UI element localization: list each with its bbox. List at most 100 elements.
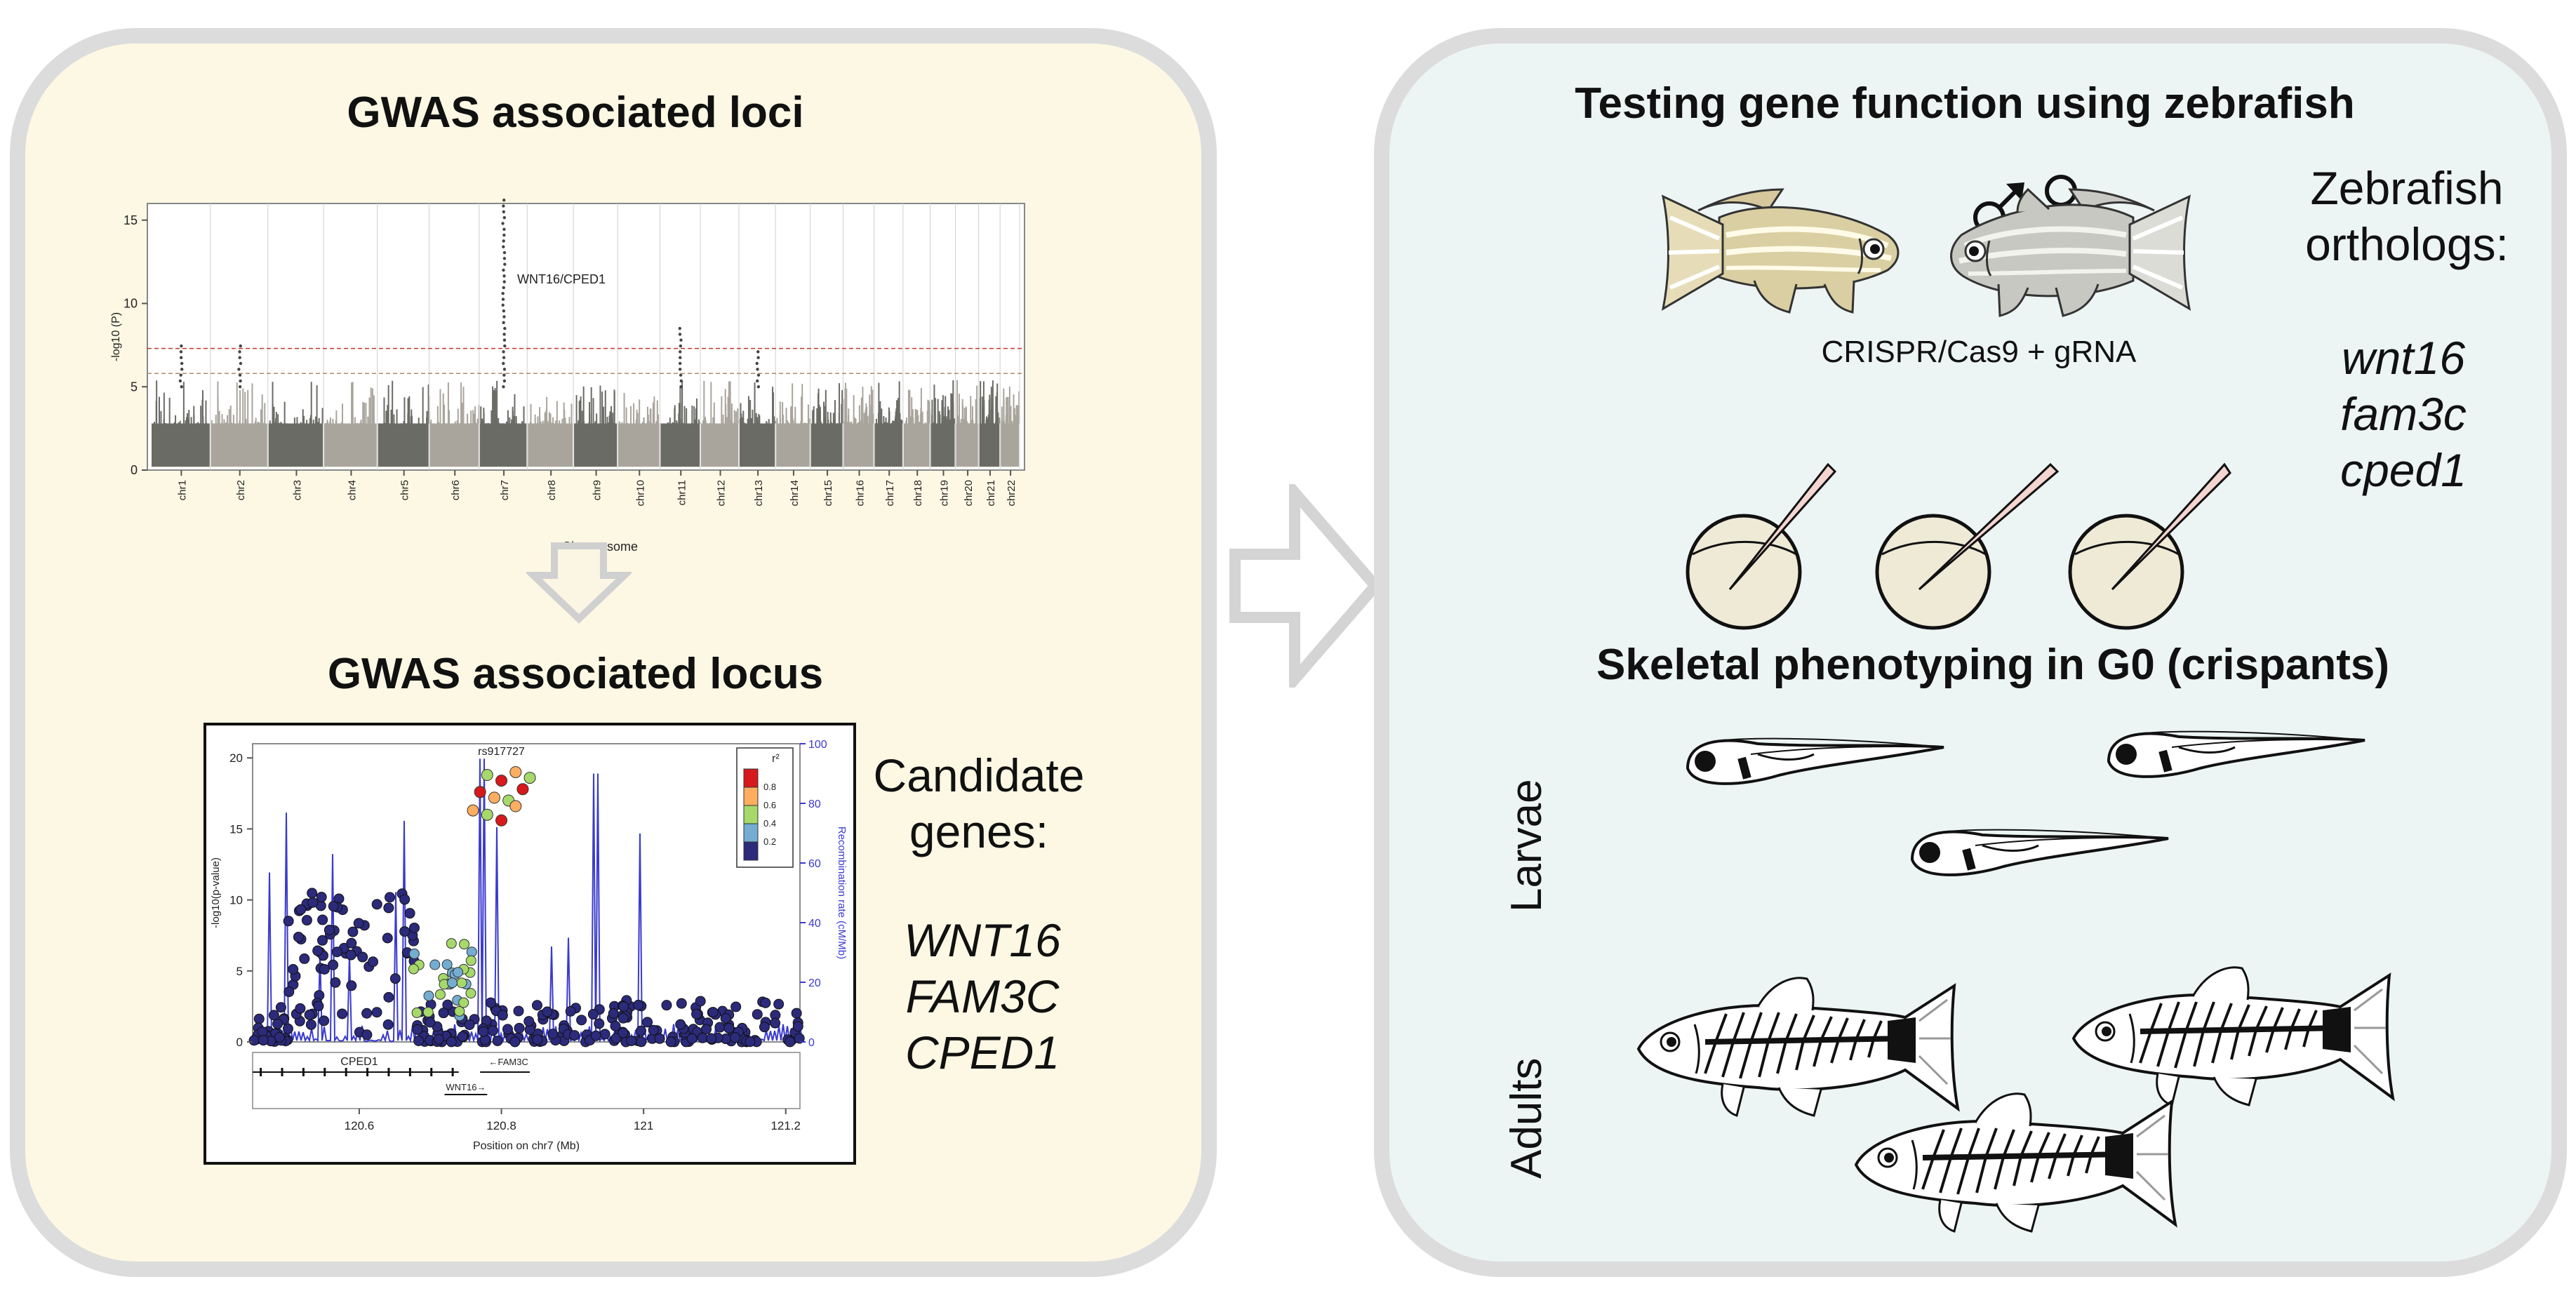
manhattan-peak-point	[239, 344, 242, 348]
manhattan-point	[363, 402, 366, 424]
manhattan-point	[225, 422, 227, 424]
manhattan-point	[329, 417, 331, 424]
locus-y2tick-label: 80	[808, 798, 821, 810]
locus-point	[328, 901, 339, 912]
manhattan-point	[317, 422, 319, 424]
manhattan-point	[959, 422, 961, 424]
manhattan-point	[537, 418, 539, 424]
manhattan-peak-point	[502, 257, 507, 260]
locus-ytick-label: 10	[229, 894, 243, 907]
manhattan-point	[309, 417, 311, 424]
locus-point	[385, 892, 396, 903]
manhattan-chromosome-chr17	[874, 381, 903, 467]
manhattan-point	[867, 416, 869, 424]
locus-point	[695, 996, 706, 1007]
locus-point	[618, 1012, 629, 1024]
manhattan-point	[996, 383, 999, 424]
manhattan-point	[860, 397, 862, 424]
manhattan-point	[530, 403, 532, 424]
manhattan-point	[948, 410, 950, 424]
locus-point	[730, 1032, 741, 1043]
manhattan-point	[385, 410, 387, 424]
manhattan-point	[740, 403, 742, 424]
manhattan-point	[178, 422, 180, 424]
manhattan-point	[942, 412, 944, 424]
manhattan-point	[956, 415, 959, 424]
manhattan-point	[703, 380, 705, 424]
regional-association-plot: rs917727r²0.80.60.40.2051015200204060801…	[203, 723, 856, 1165]
manhattan-point	[667, 422, 669, 424]
manhattan-point	[426, 410, 428, 424]
manhattan-point	[921, 411, 923, 424]
locus-point-mid-ld	[466, 946, 477, 958]
manhattan-point	[609, 411, 611, 424]
manhattan-point	[610, 418, 613, 424]
adult-skeleton-illustration	[1631, 944, 2403, 1238]
locus-point-mid-ld	[422, 1007, 434, 1018]
manhattan-point	[594, 421, 596, 424]
locus-exon	[366, 1068, 369, 1076]
locus-point	[532, 1034, 543, 1045]
manhattan-point	[544, 413, 546, 424]
locus-point	[275, 1002, 286, 1013]
orthologs-label: Zebrafish orthologs:	[2274, 160, 2540, 272]
manhattan-peak-point	[503, 326, 507, 330]
manhattan-chromosome-chr19	[930, 380, 956, 467]
candidate-genes-label-text: Candidate genes:	[873, 749, 1085, 857]
manhattan-annotation: WNT16/CPED1	[517, 272, 606, 286]
manhattan-point	[221, 414, 223, 424]
manhattan-point	[625, 407, 627, 424]
manhattan-point	[542, 420, 544, 424]
manhattan-point	[418, 417, 420, 424]
manhattan-point	[352, 382, 354, 424]
manhattan-point	[275, 411, 277, 424]
manhattan-chromosome-chr16	[843, 382, 874, 467]
manhattan-point	[750, 417, 752, 424]
manhattan-xtick-label: chr17	[884, 480, 896, 507]
manhattan-chromosome-chr18	[903, 388, 931, 467]
manhattan-point	[260, 409, 262, 424]
manhattan-point	[481, 418, 483, 424]
locus-point-mid-ld	[411, 1007, 422, 1018]
manhattan-peak-point	[503, 344, 507, 348]
manhattan-point	[552, 417, 554, 424]
manhattan-point	[883, 415, 885, 424]
manhattan-point	[866, 422, 868, 424]
manhattan-peak-point	[501, 222, 505, 225]
manhattan-point	[754, 382, 756, 424]
manhattan-xtick-label: chr21	[985, 480, 997, 507]
manhattan-peak-point	[238, 373, 242, 377]
manhattan-point	[872, 389, 874, 424]
manhattan-point	[683, 406, 686, 424]
manhattan-point	[223, 419, 225, 424]
manhattan-point	[759, 415, 761, 424]
manhattan-point	[846, 388, 848, 424]
manhattan-point	[681, 385, 683, 424]
locus-legend-level: 0.2	[763, 836, 776, 847]
manhattan-point	[735, 411, 737, 424]
manhattan-point	[457, 408, 459, 424]
manhattan-band	[776, 423, 810, 467]
manhattan-point	[390, 409, 392, 424]
locus-point	[361, 1029, 373, 1041]
manhattan-point	[601, 392, 603, 424]
manhattan-point	[1018, 391, 1020, 424]
manhattan-point	[942, 395, 944, 424]
locus-point	[301, 915, 312, 926]
locus-legend-swatch	[743, 805, 759, 824]
manhattan-band	[810, 423, 843, 467]
manhattan-point	[947, 411, 949, 424]
manhattan-point	[264, 403, 266, 424]
manhattan-point	[825, 389, 827, 424]
manhattan-point	[387, 384, 389, 424]
locus-point	[337, 1008, 348, 1019]
manhattan-point	[756, 417, 759, 424]
locus-point	[383, 991, 394, 1003]
manhattan-point	[951, 394, 953, 424]
locus-point	[371, 899, 382, 910]
manhattan-point	[302, 409, 304, 424]
manhattan-band	[378, 423, 429, 467]
manhattan-point	[474, 414, 476, 424]
manhattan-point	[981, 396, 983, 424]
